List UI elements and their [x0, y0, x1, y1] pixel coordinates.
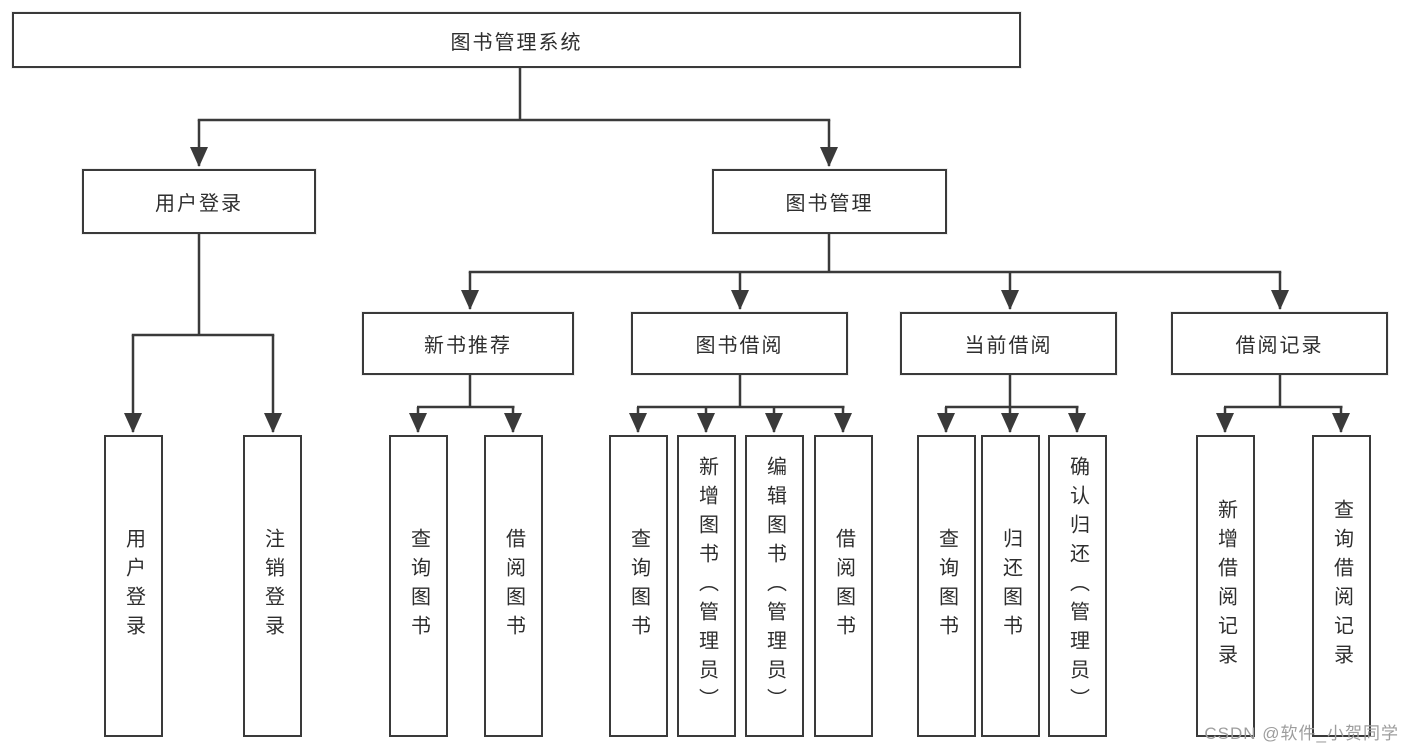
leaf-label: 用户登录: [122, 528, 145, 644]
leaf-query-books-recommend: 查询图书: [389, 435, 448, 737]
leaf-label: 查询图书: [935, 528, 958, 644]
leaf-label: 借阅图书: [502, 528, 525, 644]
leaf-query-borrow-record: 查询借阅记录: [1312, 435, 1371, 737]
node-label: 图书管理系统: [450, 31, 583, 54]
csdn-watermark: CSDN @软件_小贺同学: [1204, 724, 1399, 743]
leaf-label: 查询借阅记录: [1330, 499, 1353, 673]
node-book-borrowing: 图书借阅: [631, 312, 848, 375]
node-label: 图书借阅: [695, 335, 784, 357]
node-new-book-recommendation: 新书推荐: [362, 312, 574, 375]
leaf-query-books-borrowing: 查询图书: [609, 435, 668, 737]
leaf-label: 借阅图书: [832, 528, 855, 644]
leaf-label: 查询图书: [407, 528, 430, 644]
leaf-label: 注销登录: [261, 528, 284, 644]
node-label: 用户登录: [155, 193, 243, 215]
leaf-borrow-books-recommend: 借阅图书: [484, 435, 543, 737]
node-label: 当前借阅: [964, 335, 1053, 357]
node-book-management: 图书管理: [712, 169, 947, 234]
leaf-label: 查询图书: [627, 528, 650, 644]
leaf-borrow-books: 借阅图书: [814, 435, 873, 737]
node-current-borrowing: 当前借阅: [900, 312, 1117, 375]
leaf-label: 归还图书: [999, 528, 1022, 644]
leaf-label: 新增图书（管理员）: [695, 455, 718, 717]
node-label: 新书推荐: [424, 335, 512, 357]
leaf-query-books-current: 查询图书: [917, 435, 976, 737]
leaf-confirm-return-admin: 确认归还（管理员）: [1048, 435, 1107, 737]
node-user-login: 用户登录: [82, 169, 316, 234]
leaf-add-book-admin: 新增图书（管理员）: [677, 435, 736, 737]
leaf-label: 新增借阅记录: [1214, 499, 1237, 673]
node-label: 借阅记录: [1235, 335, 1324, 357]
node-borrowing-records: 借阅记录: [1171, 312, 1388, 375]
leaf-label: 编辑图书（管理员）: [763, 455, 786, 717]
node-library-management-system: 图书管理系统: [12, 12, 1021, 68]
leaf-user-login: 用户登录: [104, 435, 163, 737]
node-label: 图书管理: [785, 193, 874, 215]
leaf-add-borrow-record: 新增借阅记录: [1196, 435, 1255, 737]
leaf-logout: 注销登录: [243, 435, 302, 737]
leaf-return-book: 归还图书: [981, 435, 1040, 737]
leaf-label: 确认归还（管理员）: [1066, 455, 1089, 717]
leaf-edit-book-admin: 编辑图书（管理员）: [745, 435, 804, 737]
